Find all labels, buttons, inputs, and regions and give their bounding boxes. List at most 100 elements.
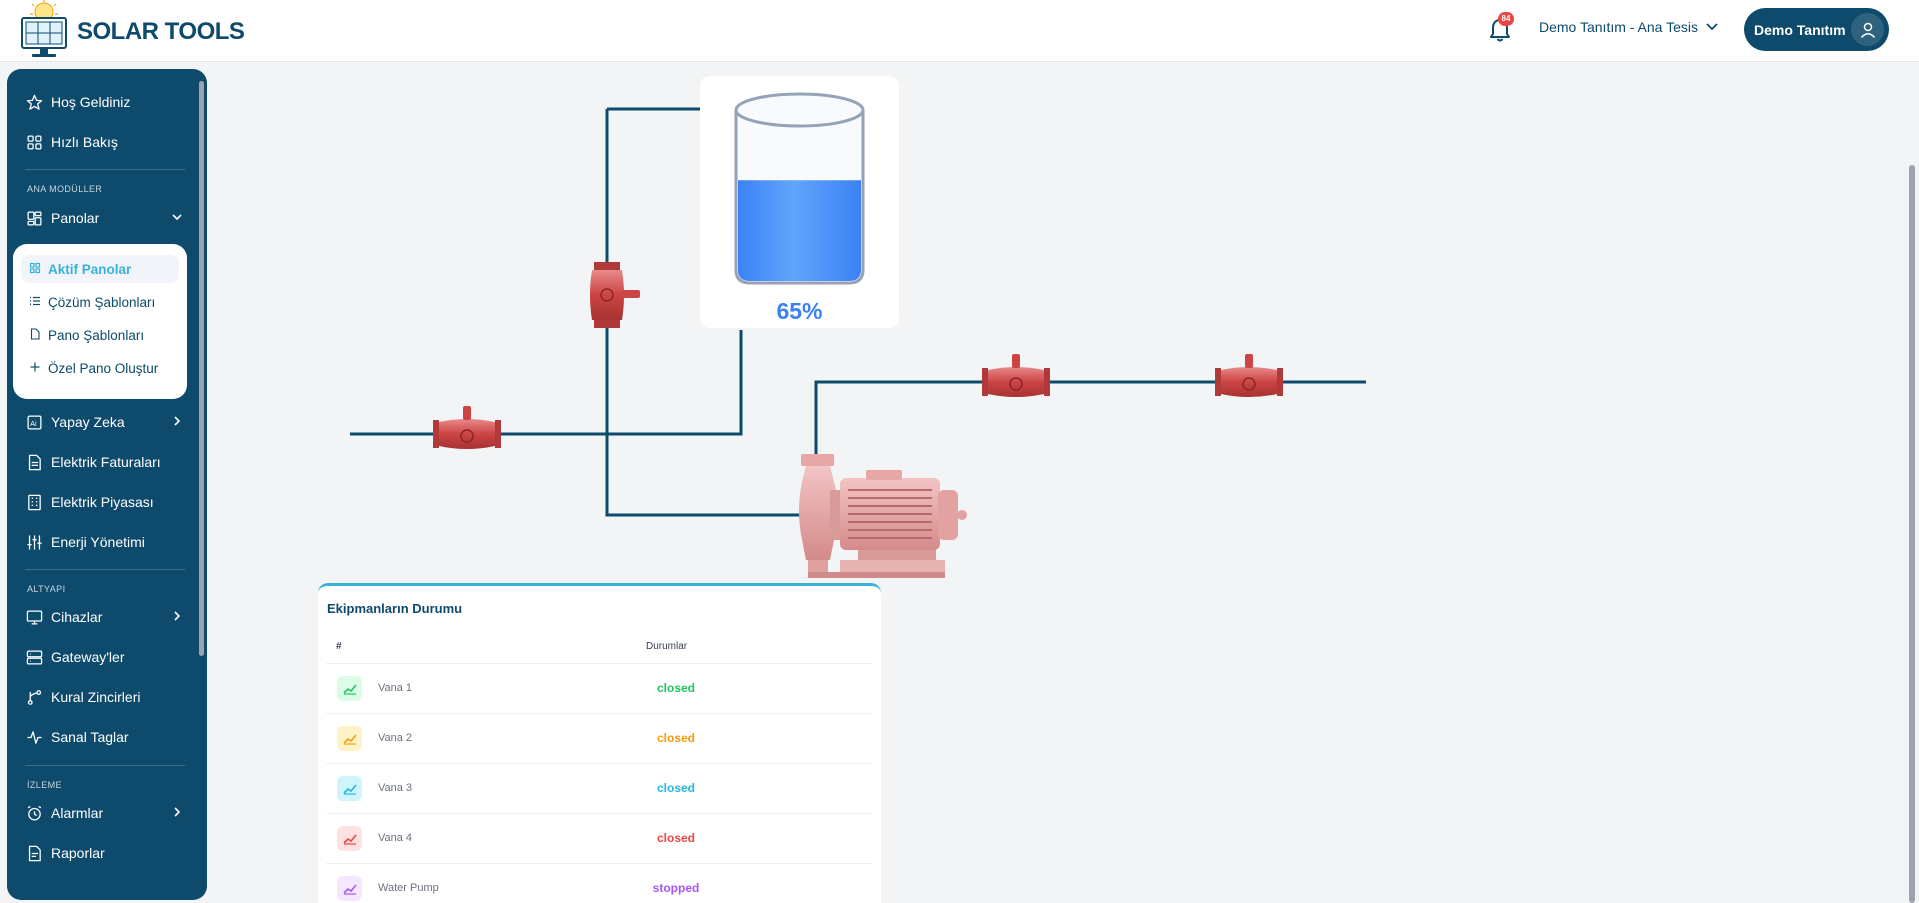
monitor-icon <box>25 608 43 626</box>
tenant-selector[interactable]: Demo Tanıtım - Ana Tesis <box>1539 19 1718 35</box>
alarm-icon <box>25 804 43 822</box>
sidebar-item-raporlar[interactable]: Raporlar <box>25 839 183 867</box>
equipment-status: closed <box>656 731 695 745</box>
notification-badge: 84 <box>1498 12 1514 26</box>
chevron-right-icon <box>174 807 181 817</box>
ai-icon: Ai <box>25 413 43 431</box>
sidebar-item-label: Yapay Zeka <box>51 414 125 430</box>
tank-level-label: 65% <box>776 298 823 324</box>
equipment-name: Vana 2 <box>378 732 413 744</box>
sidebar-item-label: Enerji Yönetimi <box>51 534 145 550</box>
sidebar-item-label: Gateway'ler <box>51 649 125 665</box>
submenu-item-label: Pano Şablonları <box>48 327 145 343</box>
equipment-status: closed <box>656 831 695 845</box>
equipment-card-title: Ekipmanların Durumu <box>327 601 463 616</box>
plus-icon <box>29 361 41 376</box>
sidebar-item-enerji-yonetimi[interactable]: Enerji Yönetimi <box>25 528 183 556</box>
chevron-down-icon <box>172 214 182 221</box>
sidebar-item-kural-zincirleri[interactable]: Kural Zincirleri <box>25 683 183 711</box>
sidebar-item-label: Panolar <box>51 210 100 226</box>
solar-tools-logo[interactable] <box>18 0 70 60</box>
sidebar-item-panolar[interactable]: Panolar <box>25 204 183 232</box>
sidebar-item-alarmlar[interactable]: Alarmlar <box>25 799 183 827</box>
trend-chart-icon <box>337 776 362 801</box>
sidebar-section-ana-moduller: ANA MODÜLLER <box>27 184 103 194</box>
submenu-item-pano-sablonlari[interactable]: Pano Şablonları <box>21 321 179 349</box>
server-icon <box>25 648 43 666</box>
table-row[interactable]: Vana 1 closed <box>326 663 873 713</box>
chevron-right-icon <box>174 416 181 426</box>
sidebar-item-label: Hızlı Bakış <box>51 134 118 150</box>
sidebar: Hoş Geldiniz Hızlı Bakış ANA MODÜLLER Pa… <box>7 69 207 900</box>
sidebar-item-label: Cihazlar <box>51 609 103 625</box>
trend-chart-icon <box>337 726 362 751</box>
submenu-item-ozel-pano-olustur[interactable]: Özel Pano Oluştur <box>21 354 179 382</box>
equipment-name: Vana 4 <box>378 832 413 844</box>
sidebar-item-label: Elektrik Faturaları <box>51 454 161 470</box>
sidebar-item-label: Raporlar <box>51 845 105 861</box>
valve-horizontal <box>1215 354 1283 397</box>
grid-icon <box>29 262 41 277</box>
sidebar-item-cihazlar[interactable]: Cihazlar <box>25 603 183 631</box>
sidebar-item-yapay-zeka[interactable]: Ai Yapay Zeka <box>25 408 183 436</box>
equipment-status: closed <box>656 681 695 695</box>
sidebar-section-altyapi: ALTYAPI <box>27 584 66 594</box>
submenu-item-aktif-panolar[interactable]: Aktif Panolar <box>21 255 179 283</box>
grid-icon <box>25 133 43 151</box>
pipe-segment <box>350 330 743 436</box>
valve-horizontal <box>982 354 1050 397</box>
list-icon <box>29 295 41 310</box>
sidebar-item-hizli-bakis[interactable]: Hızlı Bakış <box>25 128 183 156</box>
sidebar-item-label: Elektrik Piyasası <box>51 494 154 510</box>
sidebar-item-hos-geldiniz[interactable]: Hoş Geldiniz <box>25 88 183 116</box>
chevron-right-icon <box>174 611 181 621</box>
report-icon <box>25 844 43 862</box>
main-scrollbar[interactable] <box>1909 165 1915 903</box>
submenu-item-cozum-sablonlari[interactable]: Çözüm Şablonları <box>21 288 179 316</box>
brand-name: SOLAR TOOLS <box>77 18 245 45</box>
tenant-label: Demo Tanıtım - Ana Tesis <box>1539 19 1698 35</box>
table-row[interactable]: Vana 4 closed <box>326 813 873 863</box>
sidebar-item-sanal-taglar[interactable]: Sanal Taglar <box>25 723 183 751</box>
sidebar-divider <box>25 169 185 170</box>
sidebar-item-elektrik-faturalari[interactable]: Elektrik Faturaları <box>25 448 183 476</box>
sidebar-divider <box>25 569 185 570</box>
sidebar-scrollbar[interactable] <box>199 81 204 656</box>
sidebar-item-elektrik-piyasasi[interactable]: Elektrik Piyasası <box>25 488 183 516</box>
pipe-segment <box>814 380 1366 455</box>
dashboard-icon <box>25 209 43 227</box>
panolar-submenu: Aktif Panolar Çözüm Şablonları Pano Şabl… <box>13 244 187 399</box>
equipment-status: stopped <box>652 881 700 895</box>
sidebar-section-izleme: İZLEME <box>27 780 62 790</box>
user-avatar-icon <box>1851 13 1884 46</box>
water-pump <box>799 454 967 578</box>
invoice-icon <box>25 453 43 471</box>
table-row[interactable]: Vana 2 closed <box>326 713 873 763</box>
tank-card[interactable] <box>700 76 899 328</box>
valve-vertical <box>590 262 640 328</box>
equipment-status: closed <box>656 781 695 795</box>
trend-chart-icon <box>337 676 362 701</box>
file-icon <box>29 327 41 343</box>
building-icon <box>25 493 43 511</box>
equipment-name: Vana 1 <box>378 682 413 694</box>
sidebar-item-label: Hoş Geldiniz <box>51 94 131 110</box>
user-menu-button[interactable]: Demo Tanıtım <box>1744 8 1889 51</box>
valve-horizontal <box>433 406 501 449</box>
svg-text:Ai: Ai <box>30 420 37 428</box>
chevron-down-icon <box>1706 23 1718 31</box>
trend-chart-icon <box>337 826 362 851</box>
branch-icon <box>25 688 43 706</box>
submenu-item-label: Özel Pano Oluştur <box>48 360 159 376</box>
pulse-icon <box>25 728 43 746</box>
sidebar-item-gateways[interactable]: Gateway'ler <box>25 643 183 671</box>
sidebar-item-label: Sanal Taglar <box>51 729 129 745</box>
sidebar-divider <box>25 765 185 766</box>
sidebar-item-label: Kural Zincirleri <box>51 689 141 705</box>
trend-chart-icon <box>337 876 362 901</box>
sliders-icon <box>25 533 43 551</box>
